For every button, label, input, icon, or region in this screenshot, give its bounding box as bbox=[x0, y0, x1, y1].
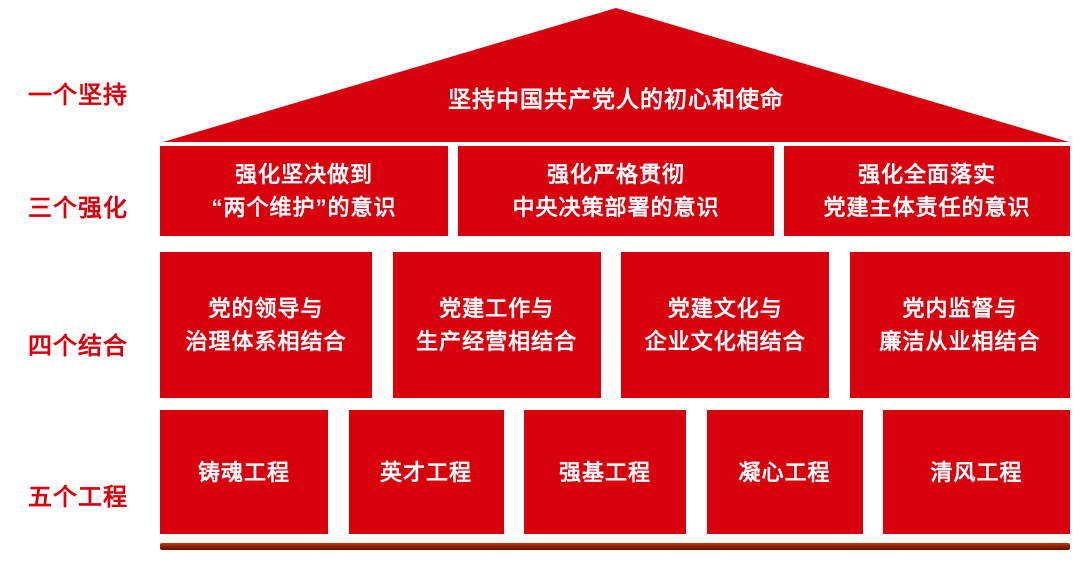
foundation-base-bar bbox=[160, 543, 1070, 550]
combine-box-2: 党建工作与 生产经营相结合 bbox=[392, 252, 601, 398]
roof-slogan-text: 坚持中国共产党人的初心和使命 bbox=[448, 86, 784, 112]
project-box-4: 凝心工程 bbox=[706, 410, 863, 534]
side-label-three-strengthen: 三个强化 bbox=[28, 195, 128, 222]
project-box-5: 清风工程 bbox=[883, 410, 1070, 534]
project-box-1: 铸魂工程 bbox=[160, 410, 328, 534]
project-box-2: 英才工程 bbox=[348, 410, 504, 534]
project-box-3: 强基工程 bbox=[524, 410, 686, 534]
side-label-five-projects: 五个工程 bbox=[28, 484, 128, 511]
combine-box-3: 党建文化与 企业文化相结合 bbox=[621, 252, 830, 398]
strengthen-box-3: 强化全面落实 党建主体责任的意识 bbox=[784, 146, 1070, 236]
side-label-one-uphold: 一个坚持 bbox=[28, 82, 128, 109]
row-four-combine: 党的领导与 治理体系相结合 党建工作与 生产经营相结合 党建文化与 企业文化相结… bbox=[160, 252, 1070, 398]
strengthen-box-2: 强化严格贯彻 中央决策部署的意识 bbox=[458, 146, 774, 236]
row-three-strengthen: 强化坚决做到 “两个维护”的意识 强化严格贯彻 中央决策部署的意识 强化全面落实… bbox=[160, 146, 1070, 236]
strengthen-box-1: 强化坚决做到 “两个维护”的意识 bbox=[160, 146, 448, 236]
roof-triangle: 坚持中国共产党人的初心和使命 bbox=[163, 8, 1069, 142]
side-label-four-combine: 四个结合 bbox=[28, 333, 128, 360]
combine-box-1: 党的领导与 治理体系相结合 bbox=[160, 252, 372, 398]
combine-box-4: 党内监督与 廉洁从业相结合 bbox=[849, 252, 1070, 398]
row-five-projects: 铸魂工程 英才工程 强基工程 凝心工程 清风工程 bbox=[160, 410, 1070, 534]
